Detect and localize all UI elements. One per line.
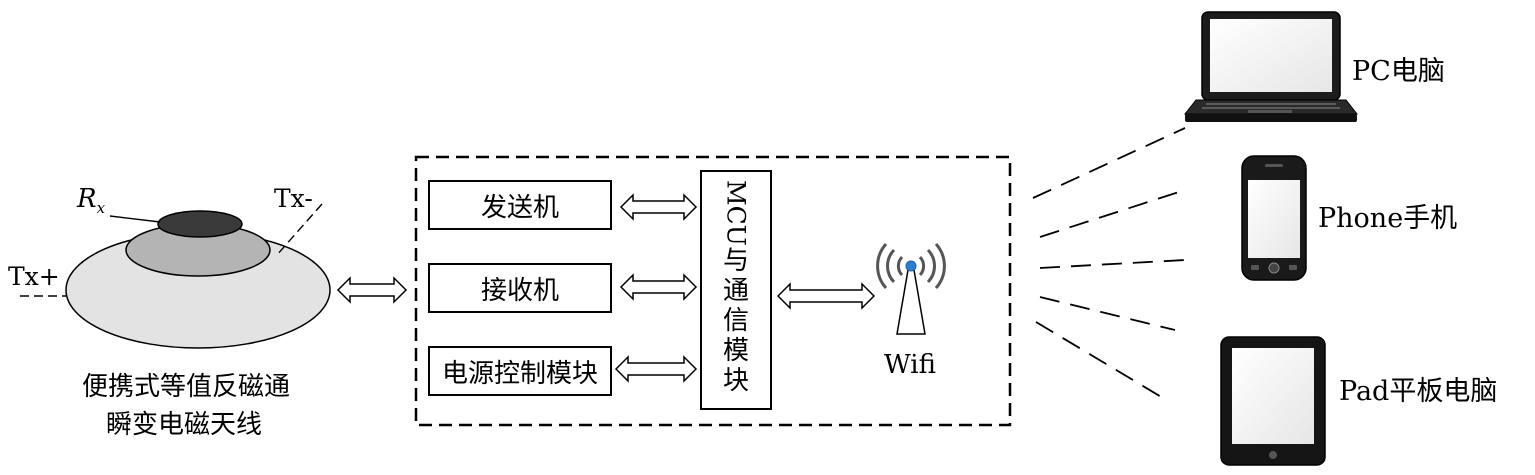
mcu-char: 模 bbox=[722, 335, 749, 366]
arrow-antenna-system bbox=[336, 276, 408, 304]
antenna-caption-line1: 便携式等值反磁通 bbox=[82, 372, 291, 402]
tx-minus-leader-line bbox=[275, 203, 323, 257]
phone-icon bbox=[1241, 155, 1307, 281]
link-pad bbox=[1035, 321, 1164, 399]
power-control-box: 电源控制模块 bbox=[428, 346, 612, 396]
mcu-latin-label: MCU bbox=[721, 180, 751, 246]
tx-minus-label: Tx- bbox=[274, 184, 313, 213]
mcu-char: 与 bbox=[722, 245, 749, 276]
link-pc bbox=[1032, 127, 1186, 199]
mcu-char: 信 bbox=[722, 305, 749, 336]
rx-label: Rx bbox=[77, 184, 106, 218]
arrow-power-mcu bbox=[614, 355, 698, 383]
wifi-label: Wifi bbox=[884, 350, 936, 380]
receiver-box: 接收机 bbox=[428, 263, 612, 313]
wireless-links bbox=[1032, 127, 1186, 399]
arrow-mcu-wifi bbox=[776, 282, 876, 310]
rx-leader-line bbox=[109, 215, 161, 223]
link-phone bbox=[1039, 259, 1186, 269]
link-upper bbox=[1039, 189, 1186, 238]
mcu-communication-box: MCU 与 通 信 模 块 bbox=[700, 170, 772, 410]
arrow-receiver-mcu bbox=[619, 273, 698, 301]
link-lower bbox=[1039, 296, 1176, 331]
antenna-graphic bbox=[20, 203, 331, 349]
pad-label: Pad平板电脑 bbox=[1339, 376, 1498, 407]
tablet-icon bbox=[1220, 336, 1326, 466]
laptop-icon bbox=[1183, 11, 1359, 122]
antenna-caption-line2: 瞬变电磁天线 bbox=[106, 410, 263, 440]
mcu-char: 块 bbox=[722, 365, 749, 396]
wifi-tower-icon bbox=[876, 243, 946, 335]
rx-label-subscript: x bbox=[96, 199, 106, 218]
mcu-char: 通 bbox=[722, 275, 749, 306]
arrow-transmitter-mcu bbox=[619, 193, 698, 221]
pc-label: PC电脑 bbox=[1352, 56, 1445, 87]
mcu-cjk-label: 与 通 信 模 块 bbox=[723, 246, 749, 396]
tx-plus-label: Tx+ bbox=[8, 262, 60, 291]
antenna-rx-coil bbox=[157, 210, 243, 238]
transmitter-box: 发送机 bbox=[428, 180, 612, 230]
phone-label: Phone手机 bbox=[1318, 203, 1458, 234]
system-enclosure bbox=[414, 155, 1012, 427]
